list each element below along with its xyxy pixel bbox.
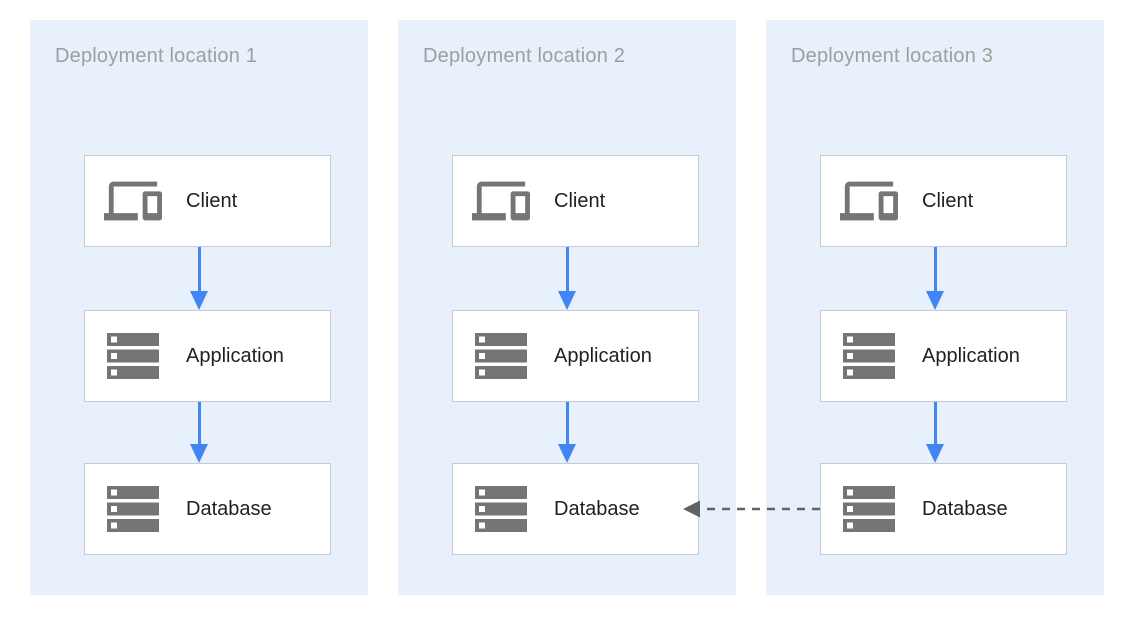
arrow-head <box>190 291 208 310</box>
node-label: Application <box>922 344 1020 367</box>
arrow-head <box>926 291 944 310</box>
server-icon <box>470 486 532 532</box>
arrow-head <box>926 444 944 463</box>
node-label: Application <box>554 344 652 367</box>
node-label: Database <box>554 497 640 520</box>
node-label: Application <box>186 344 284 367</box>
arrow-client-to-application <box>558 247 576 310</box>
database-node: Database <box>820 463 1067 555</box>
node-label: Database <box>922 497 1008 520</box>
application-node: Application <box>452 310 699 402</box>
arrow-application-to-database <box>558 402 576 463</box>
server-icon <box>102 333 164 379</box>
node-label: Database <box>186 497 272 520</box>
node-label: Client <box>186 189 238 212</box>
arrow-shaft <box>933 402 937 444</box>
arrow-shaft <box>197 247 201 291</box>
application-node: Application <box>84 310 331 402</box>
devices-icon <box>102 172 164 230</box>
panel-title: Deployment location 1 <box>55 45 258 67</box>
arrow-shaft <box>933 247 937 291</box>
panel-title: Deployment location 3 <box>791 45 994 67</box>
arrow-application-to-database <box>926 402 944 463</box>
arrow-head <box>558 291 576 310</box>
arrow-head <box>558 444 576 463</box>
node-label: Client <box>922 189 974 212</box>
node-label: Client <box>554 189 606 212</box>
arrow-head <box>190 444 208 463</box>
client-node: Client <box>452 155 699 247</box>
arrow-shaft <box>565 247 569 291</box>
arrow-client-to-application <box>926 247 944 310</box>
server-icon <box>102 486 164 532</box>
devices-icon <box>838 172 900 230</box>
server-icon <box>470 333 532 379</box>
arrow-shaft <box>197 402 201 444</box>
arrow-application-to-database <box>190 402 208 463</box>
database-node: Database <box>84 463 331 555</box>
client-node: Client <box>84 155 331 247</box>
arrow-shaft <box>565 402 569 444</box>
deployment-location-1-panel: Deployment location 1 Client <box>30 20 368 595</box>
server-icon <box>838 333 900 379</box>
panel-title: Deployment location 2 <box>423 45 626 67</box>
server-icon <box>838 486 900 532</box>
database-replication-dashed-arrow <box>683 500 820 518</box>
deployment-location-3-panel: Deployment location 3 Client <box>766 20 1104 595</box>
arrow-client-to-application <box>190 247 208 310</box>
devices-icon <box>470 172 532 230</box>
client-node: Client <box>820 155 1067 247</box>
database-node: Database <box>452 463 699 555</box>
deployment-location-2-panel: Deployment location 2 Client <box>398 20 736 595</box>
application-node: Application <box>820 310 1067 402</box>
